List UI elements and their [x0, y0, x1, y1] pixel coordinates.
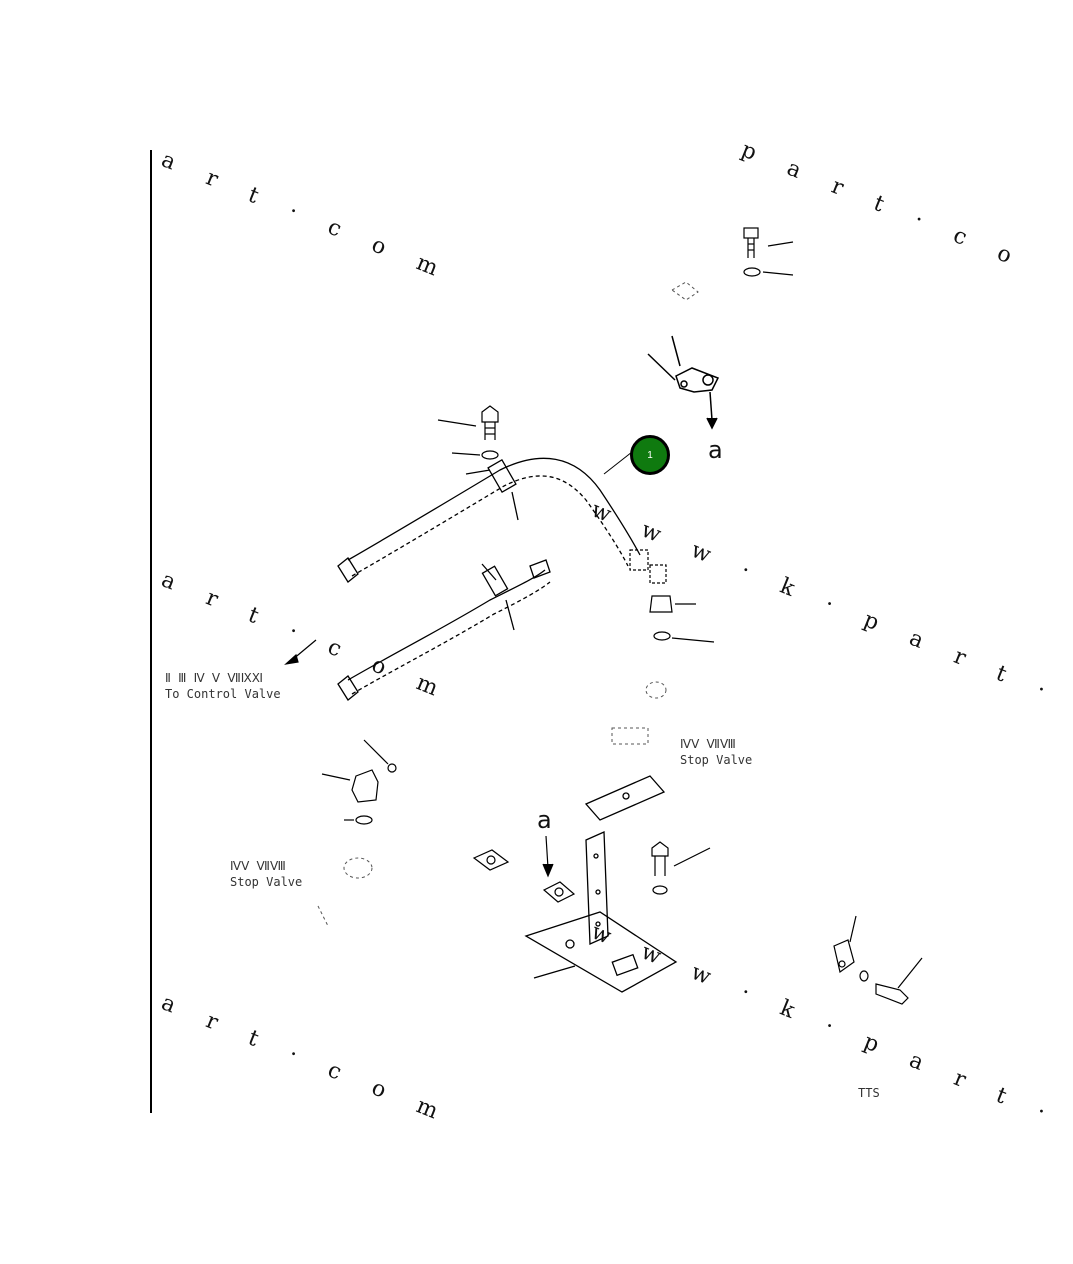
bracket-assembly [524, 775, 678, 993]
arrow-control-valve [284, 639, 317, 665]
arrow-a-bottom [542, 835, 554, 878]
bolt-hose-left [437, 405, 499, 460]
watermark-right-3: w w w · k · p a r t · c o [588, 919, 1073, 1166]
reference-a-bottom: a [537, 806, 552, 834]
nut-plate-top [671, 281, 699, 301]
label-stop-valve-left-1: ⅣⅤ ⅦⅧ [230, 859, 286, 873]
label-stop-valve-right-2: Stop Valve [680, 753, 752, 767]
callout-leader [603, 451, 633, 475]
callout-number: 1 [647, 449, 653, 461]
clamp-top [647, 335, 720, 430]
watermark-right-2: w w w · k · p a r t · c o [588, 497, 1073, 744]
hose-upper [337, 457, 641, 583]
stop-valve-right-part [611, 681, 667, 745]
callout-badge-1[interactable]: 1 [630, 435, 670, 475]
elbow-fitting-right [629, 549, 715, 643]
watermark-left-3: a r t · c o m [158, 990, 455, 1129]
label-control-valve-1: Ⅱ Ⅲ Ⅳ Ⅴ ⅦⅨⅪ [165, 671, 263, 685]
corner-code: TTS [858, 1086, 880, 1100]
label-stop-valve-right-1: ⅣⅤ ⅦⅧ [680, 737, 736, 751]
watermark-left-1: a r t · c o m [158, 147, 455, 286]
label-stop-valve-left-2: Stop Valve [230, 875, 302, 889]
hose-lower [337, 559, 551, 701]
nut-plate-left [472, 849, 510, 871]
washer-top-right [743, 267, 794, 277]
stop-valve-left-part [317, 857, 373, 927]
reference-a-top: a [708, 436, 723, 464]
nut-plate-center [542, 881, 576, 903]
label-control-valve-2: To Control Valve [165, 687, 281, 701]
fitting-left [321, 739, 397, 825]
bolt-top-right [743, 227, 794, 258]
watermark-right-1: p a r t · c o [738, 137, 1028, 274]
bolt-bottom [651, 841, 711, 895]
clamp-bottom-right [833, 915, 923, 1005]
watermark-left-2: a r t · c o m [158, 567, 455, 706]
